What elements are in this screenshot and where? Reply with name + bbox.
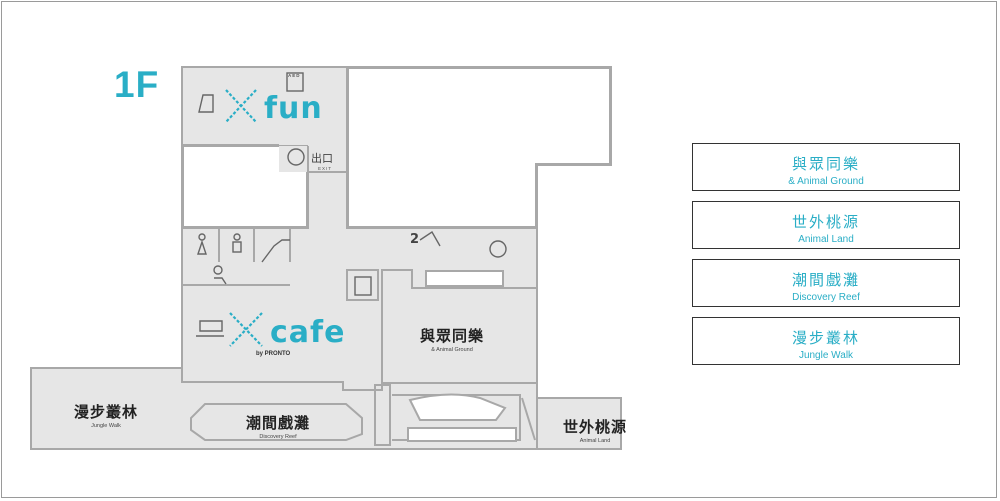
aed-label: AED [288,73,301,78]
zone-animal-ground: 與眾同樂 & Animal Ground [420,327,485,353]
legend-jungle-walk[interactable]: 漫步叢林 Jungle Walk [692,317,960,365]
pronto-label: by PRONTO [256,351,291,357]
legend-discovery-reef[interactable]: 潮間戲灘 Discovery Reef [692,259,960,307]
zone-discovery-reef: 潮間戲灘 Discovery Reef [246,414,311,440]
restroom-icons [196,72,507,337]
floor-sign: 2 [410,232,420,247]
xfun-label: fun [264,91,323,126]
exit-label-en: EXIT [318,166,333,171]
inner-room [182,145,308,228]
legend-animal-ground[interactable]: 與眾同樂 & Animal Ground [692,143,960,191]
upper-room [347,67,611,228]
zone-jungle-walk: 漫步叢林 Jungle Walk [74,403,139,429]
floor-label: 1F [114,64,160,105]
zone-animal-land: 世外桃源 Animal Land [563,418,628,444]
legend-animal-land[interactable]: 世外桃源 Animal Land [692,201,960,249]
exit-label-zh: 出口 [311,152,333,165]
x-logo-fun [225,89,257,123]
x-logo-cafe [229,312,263,347]
xcafe-label: cafe [270,315,346,350]
